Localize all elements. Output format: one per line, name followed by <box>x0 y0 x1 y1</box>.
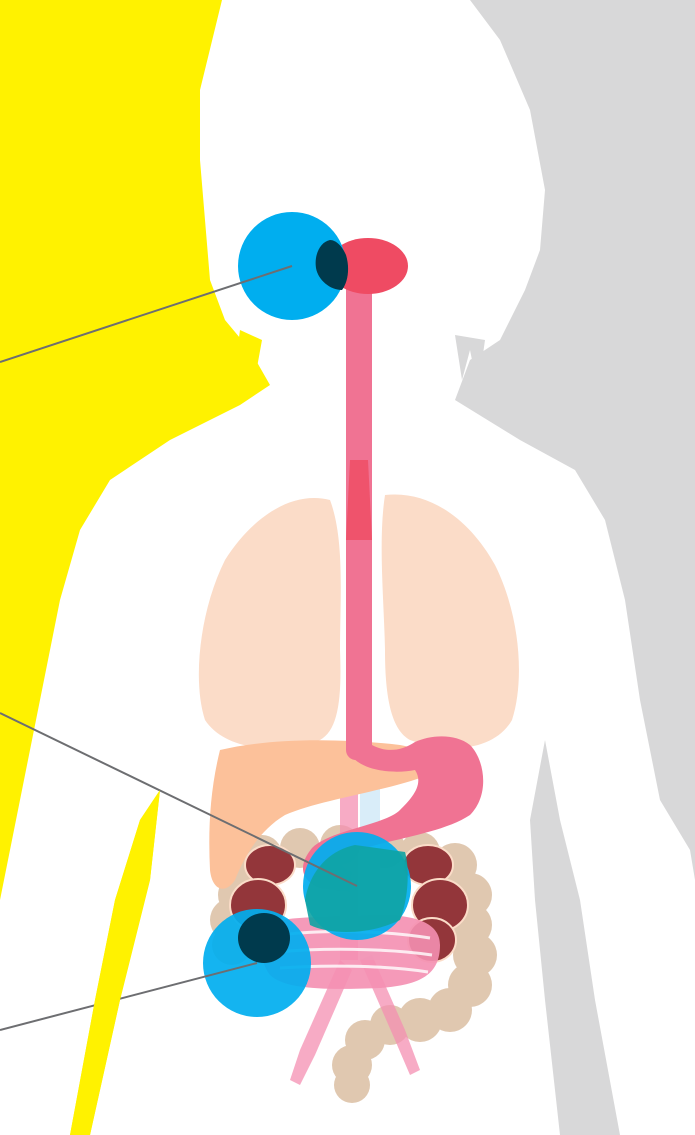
esophagus-tint <box>346 460 372 540</box>
lower-intestine-overlap <box>238 913 290 963</box>
